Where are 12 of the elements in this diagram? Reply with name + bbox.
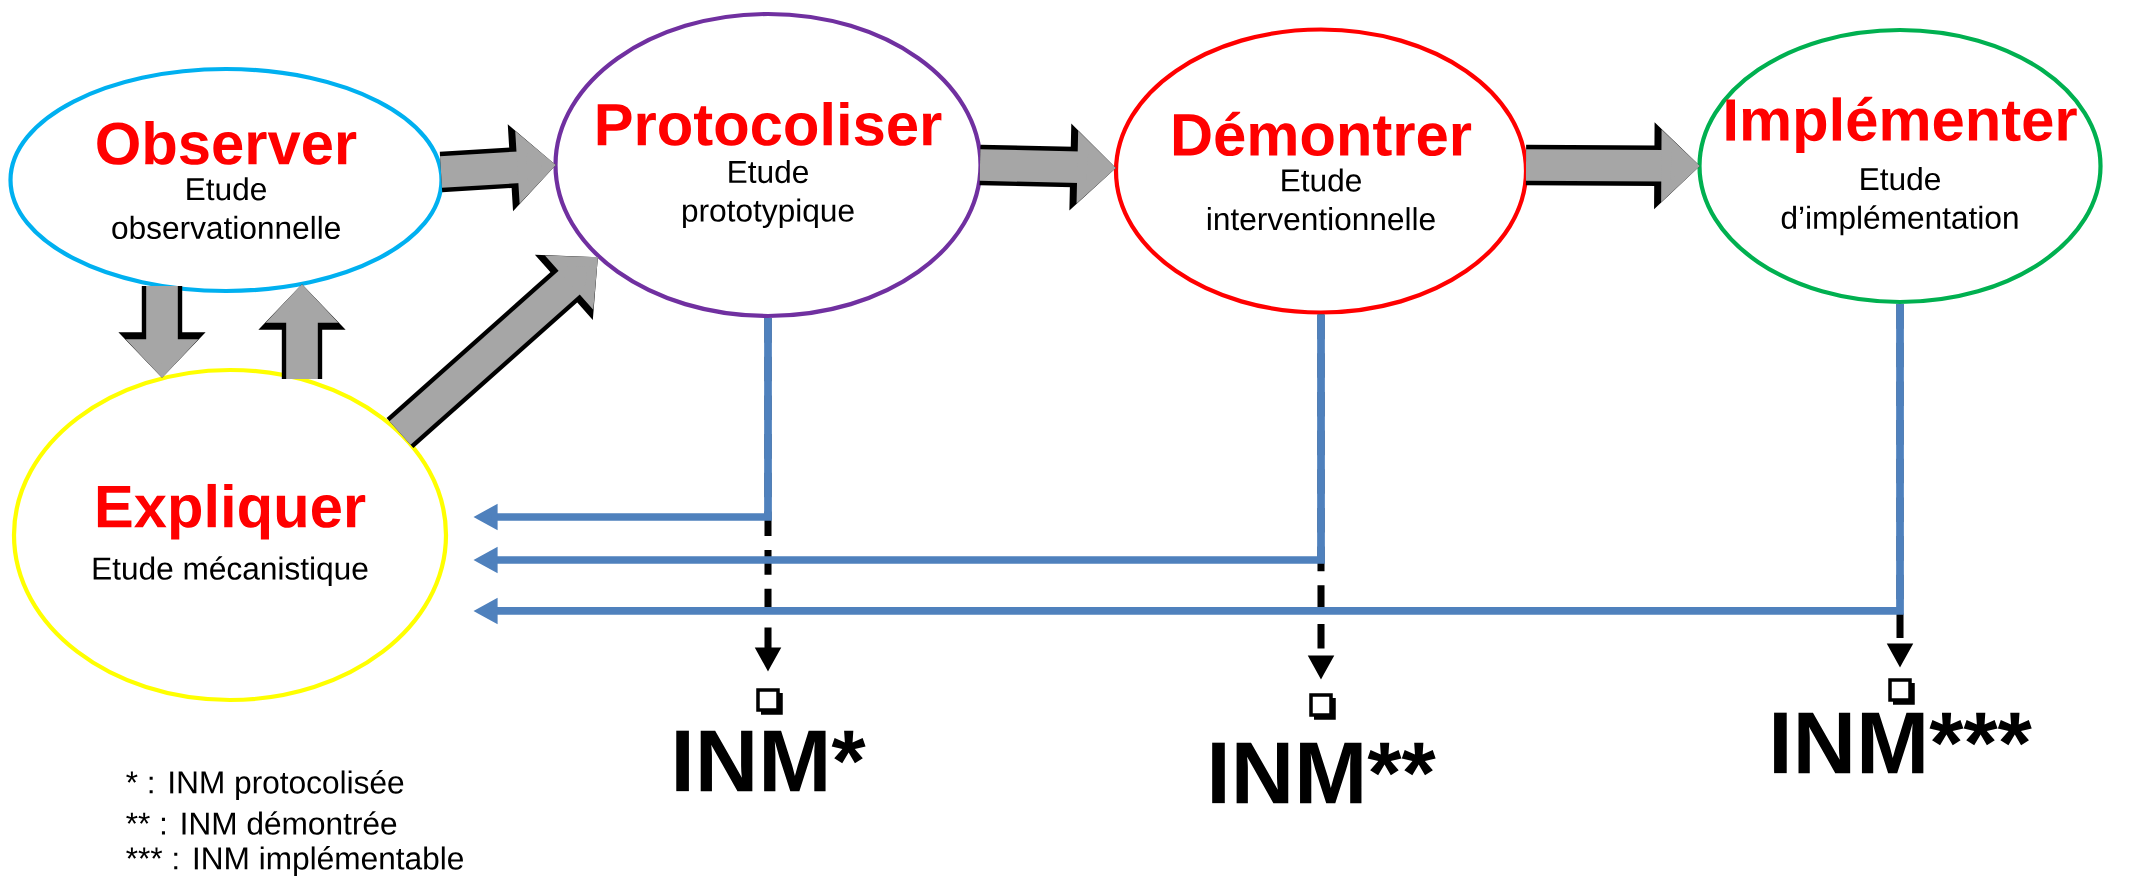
ellipse-node: Démontrer Etude interventionnelle [1113, 27, 1529, 315]
result-label: INM*** [1774, 712, 2032, 774]
footnote: ** : INM démontrée [126, 811, 397, 835]
footnote: *** : INM implémentable [126, 846, 463, 876]
ellipse-node: Expliquer Etude mécanistique [11, 367, 449, 703]
ellipse-node: Observer Etude observationnelle [8, 66, 444, 294]
footnote: * : INM protocolisée [126, 770, 404, 800]
ellipse-node: Protocoliser Etude prototypique [553, 11, 983, 319]
block-arrow [386, 254, 598, 449]
result-label: INM** [1212, 742, 1436, 804]
ellipse-node: Implémenter Etude d’implémentation [1697, 27, 2103, 305]
result-label: INM* [676, 730, 866, 792]
